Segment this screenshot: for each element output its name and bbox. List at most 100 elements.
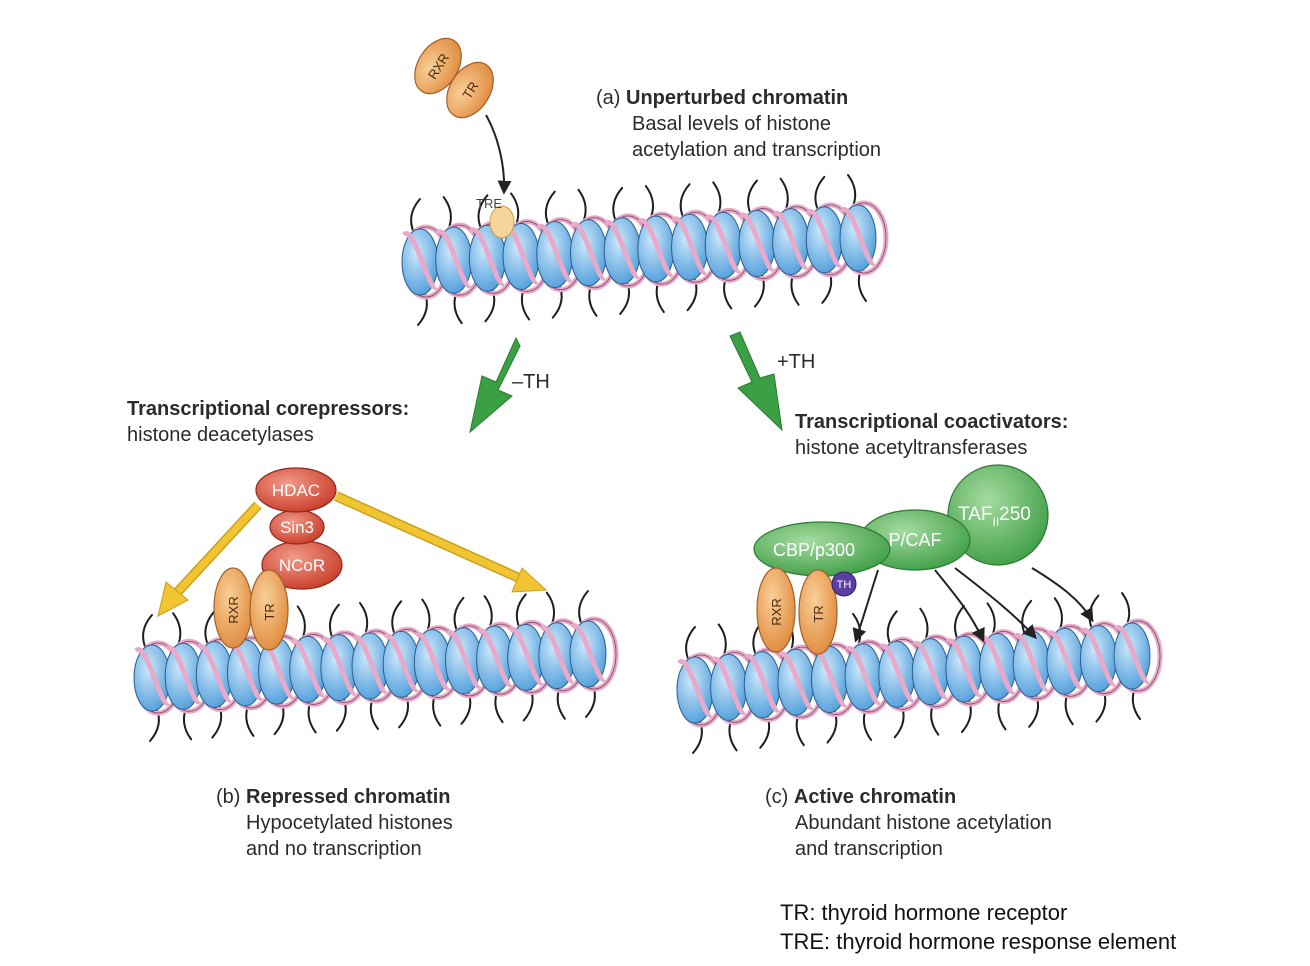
dna-wrap-front bbox=[383, 633, 420, 692]
panel-a-caption: (a) Unperturbed chromatin Basal levels o… bbox=[596, 85, 881, 163]
yellow-arrowhead-right bbox=[511, 567, 548, 593]
thyroid-hormone bbox=[831, 571, 857, 597]
panel-a-line2: acetylation and transcription bbox=[632, 139, 882, 161]
panel-b-letter: (b) bbox=[216, 786, 241, 808]
dna-wrap-front bbox=[705, 214, 742, 273]
dna-wrap-front bbox=[1114, 625, 1151, 684]
rxr-label-b: RXR bbox=[226, 596, 241, 623]
corepressors-title: Transcriptional corepressors: bbox=[127, 398, 410, 420]
dna-wrap-front bbox=[878, 643, 916, 702]
minus-th-label: –TH bbox=[512, 371, 550, 393]
dna-wrap-front bbox=[536, 223, 574, 283]
dna-wrap-front bbox=[570, 221, 607, 281]
dna-wrap-front bbox=[710, 656, 748, 715]
coactivator-complex: TAFII250 P/CAF CBP/p300 bbox=[753, 464, 1049, 577]
tre-element bbox=[489, 205, 515, 239]
dna-wrap-front bbox=[979, 635, 1017, 694]
dna-wrap-front bbox=[1080, 627, 1117, 687]
corepressors-caption: Transcriptional corepressors: histone de… bbox=[127, 396, 409, 448]
histone-tail bbox=[685, 626, 696, 662]
histone-tail bbox=[204, 610, 216, 647]
corepressor-complex: NCoR Sin3 HDAC bbox=[255, 467, 343, 590]
panel-b-line1: Hypocetylated histones bbox=[246, 812, 453, 834]
legend-tr: TR: thyroid hormone receptor bbox=[780, 900, 1068, 925]
dna-wrap-front bbox=[320, 636, 358, 696]
histone-tail bbox=[886, 610, 898, 647]
rxr-tr-bound-repressed: RXR TR bbox=[213, 567, 289, 651]
legend: TR: thyroid hormone receptor TRE: thyroi… bbox=[780, 898, 1176, 956]
binding-arrow bbox=[485, 114, 512, 195]
tr-label-c: TR bbox=[811, 605, 826, 622]
sin3-label: Sin3 bbox=[280, 518, 314, 537]
histone-tail bbox=[410, 198, 421, 234]
chromatin-fiber-active bbox=[676, 592, 1163, 754]
histone-tail bbox=[612, 186, 624, 223]
dna-wrap-front bbox=[570, 623, 607, 682]
histone-tail bbox=[515, 593, 527, 630]
dna-wrap-front bbox=[352, 635, 389, 694]
dna-wrap-front bbox=[671, 216, 709, 275]
legend-tre: TRE: thyroid hormone response element bbox=[780, 929, 1177, 954]
histone-tail bbox=[328, 603, 340, 640]
coactivators-caption: Transcriptional coactivators: histone ac… bbox=[795, 409, 1068, 461]
panel-a-title: Unperturbed chromatin bbox=[626, 87, 849, 109]
dna-wrap-front bbox=[772, 210, 810, 270]
rxr-tr-dimer-free: RXR TR bbox=[414, 37, 494, 119]
dna-wrap-front bbox=[739, 212, 776, 272]
ncor-label: NCoR bbox=[279, 556, 325, 575]
dna-wrap-front bbox=[806, 209, 843, 268]
pcaf-label: P/CAF bbox=[888, 530, 941, 550]
histone-tail bbox=[453, 596, 465, 633]
yellow-arrow-left-inner bbox=[169, 502, 261, 601]
yellow-arrow-right-inner bbox=[334, 492, 530, 586]
th-label: TH bbox=[837, 579, 852, 591]
dna-wrap-front bbox=[845, 646, 882, 705]
taf-label: TAFII250 bbox=[958, 504, 1031, 529]
acetylation-arrows bbox=[852, 567, 1094, 643]
histone-tail bbox=[578, 590, 589, 626]
panel-c-caption: (c) Active chromatin Abundant histone ac… bbox=[765, 784, 1052, 862]
dna-wrap-front bbox=[637, 218, 675, 277]
rxr-tr-bound-active: RXR TR TH bbox=[756, 567, 857, 655]
dna-wrap-front bbox=[165, 645, 202, 704]
dna-wrap-front bbox=[435, 229, 473, 288]
dna-wrap-front bbox=[538, 624, 576, 684]
dna-wrap-front bbox=[414, 631, 451, 691]
panel-c-line1: Abundant histone acetylation bbox=[795, 812, 1052, 834]
cbp-label: CBP/p300 bbox=[773, 540, 855, 560]
dna-wrap-front bbox=[946, 638, 983, 697]
dna-wrap-front bbox=[134, 647, 171, 706]
histone-tail bbox=[391, 600, 403, 637]
histone-tail bbox=[544, 190, 556, 227]
chromatin-fiber-repressed bbox=[133, 590, 619, 742]
yellow-arrowhead-left bbox=[157, 581, 189, 617]
histone-tail bbox=[814, 175, 826, 212]
histone-tail bbox=[747, 179, 758, 216]
histone-tail bbox=[142, 614, 153, 650]
panel-c-title: Active chromatin bbox=[793, 786, 957, 808]
tre-label: TRE bbox=[476, 196, 502, 211]
panel-b-title: Repressed chromatin bbox=[246, 786, 451, 808]
coactivators-subtitle: histone acetyltransferases bbox=[795, 437, 1028, 459]
dna-wrap-front bbox=[912, 640, 949, 700]
histone-tail bbox=[679, 183, 691, 220]
panel-a-letter: (a) bbox=[596, 87, 621, 109]
dna-wrap-front bbox=[744, 653, 781, 713]
dna-wrap-front bbox=[289, 638, 327, 697]
panel-c-letter: (c) bbox=[765, 786, 789, 808]
dna-wrap-front bbox=[402, 231, 439, 290]
dna-wrap-front bbox=[507, 626, 545, 685]
rxr-label-c: RXR bbox=[769, 598, 784, 625]
chromatin-fiber-unperturbed bbox=[401, 174, 889, 326]
dna-wrap-front bbox=[196, 643, 233, 703]
dna-wrap-front bbox=[445, 630, 482, 689]
histone-tail bbox=[954, 605, 965, 642]
dna-wrap-front bbox=[1013, 633, 1050, 692]
dna-wrap-front bbox=[604, 220, 641, 279]
plus-th-label: +TH bbox=[777, 351, 815, 373]
dna-wrap-front bbox=[777, 651, 815, 710]
panel-a-line1: Basal levels of histone bbox=[632, 113, 832, 135]
coactivators-title: Transcriptional coactivators: bbox=[795, 411, 1069, 433]
arrow-plus-th bbox=[729, 331, 783, 432]
